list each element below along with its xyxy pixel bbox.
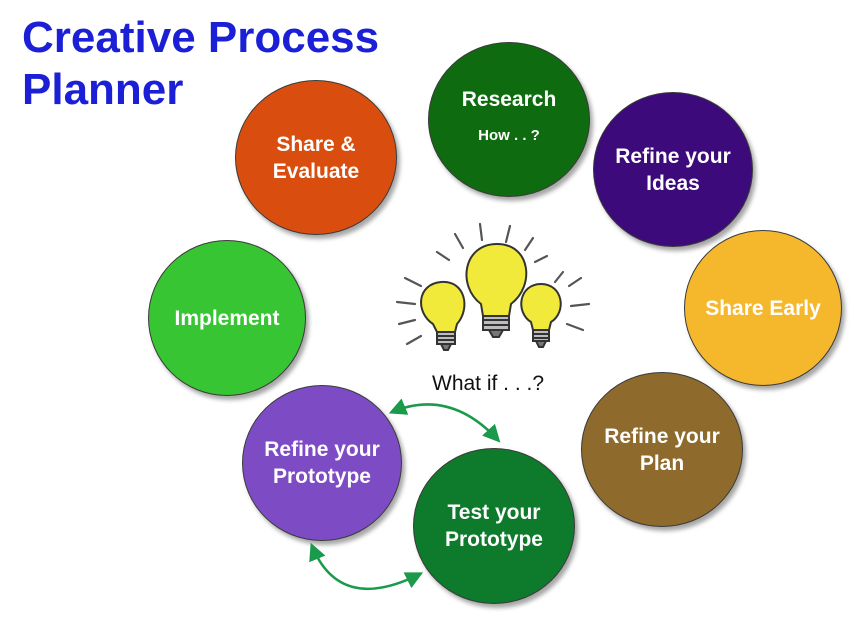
- step-test-prototype-label: Test your Prototype: [444, 501, 543, 551]
- step-share-evaluate: Share & Evaluate: [235, 80, 397, 235]
- step-implement: Implement: [148, 240, 306, 396]
- step-refine-ideas: Refine your Ideas: [593, 92, 753, 247]
- step-share-evaluate-label: Share & Evaluate: [272, 132, 360, 183]
- step-refine-prototype: Refine your Prototype: [242, 385, 402, 541]
- step-research-label: Research: [461, 88, 557, 111]
- step-refine-plan: Refine your Plan: [581, 372, 743, 527]
- step-refine-prototype-label: Refine your Prototype: [264, 438, 380, 488]
- step-test-prototype: Test your Prototype: [413, 448, 575, 604]
- title-line-2: Planner: [22, 65, 184, 114]
- step-share-early-label: Share Early: [705, 296, 821, 320]
- step-implement-label: Implement: [174, 306, 280, 330]
- step-share-early: Share Early: [684, 230, 842, 386]
- arrow-test-to-proto: [309, 542, 424, 591]
- title-line-1: Creative Process: [22, 13, 380, 62]
- arrow-proto-to-test: [388, 398, 501, 443]
- center-caption: What if . . .?: [432, 372, 545, 395]
- step-refine-ideas-label: Refine your Ideas: [615, 144, 731, 195]
- page-title: Creative Process Planner: [22, 12, 379, 116]
- light-bulbs-icon: [395, 222, 591, 351]
- step-refine-plan-label: Refine your Plan: [604, 424, 720, 475]
- step-research: Research How . . ?: [428, 42, 590, 197]
- step-research-sub: How . . ?: [478, 127, 540, 144]
